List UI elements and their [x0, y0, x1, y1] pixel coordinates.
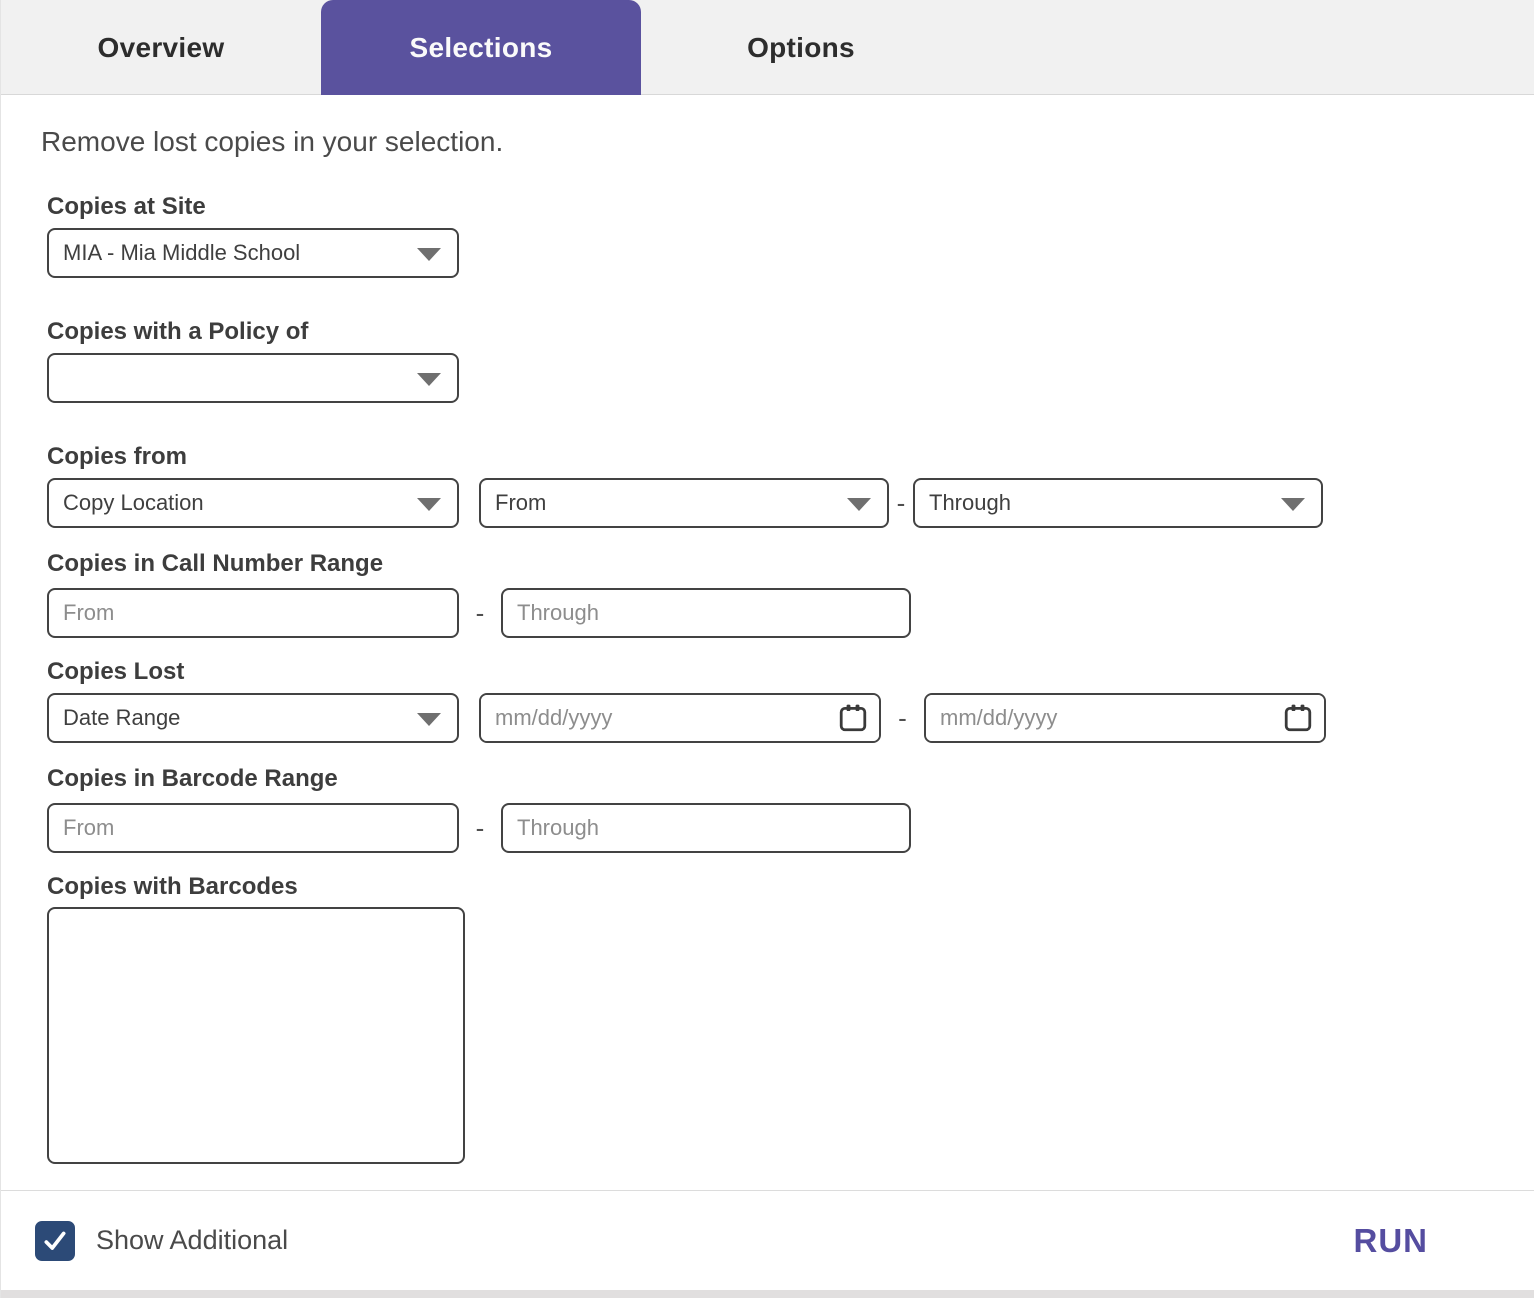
tab-overview[interactable]: Overview: [1, 0, 321, 95]
show-additional-checkbox[interactable]: [35, 1220, 75, 1261]
copies-lost-through-date-input[interactable]: [926, 695, 1324, 741]
range-separator: -: [896, 487, 906, 518]
tab-selections-label: Selections: [409, 31, 553, 63]
page-description: Remove lost copies in your selection.: [41, 126, 504, 157]
range-separator: -: [898, 702, 907, 733]
footer-bar: Show Additional RUN: [1, 1190, 1534, 1290]
range-separator: -: [475, 597, 485, 628]
chevron-down-icon: [417, 248, 441, 261]
chevron-down-icon: [417, 498, 441, 511]
copies-at-site-label: Copies at Site: [47, 193, 206, 220]
copies-from-field-value: Copy Location: [63, 490, 204, 515]
copies-policy-label: Copies with a Policy of: [47, 318, 309, 345]
copies-lost-from-date: [479, 693, 881, 743]
copies-from-through-value: Through: [929, 490, 1011, 515]
show-additional-label: Show Additional: [96, 1225, 289, 1255]
barcode-through-input[interactable]: [501, 803, 911, 853]
copies-from-through-select[interactable]: Through: [913, 478, 1323, 528]
bottom-edge: [1, 1290, 1534, 1298]
tab-selections[interactable]: Selections: [321, 0, 641, 95]
copies-policy-select[interactable]: [47, 353, 459, 403]
copies-at-site-value: MIA - Mia Middle School: [63, 240, 301, 265]
tab-options[interactable]: Options: [641, 0, 961, 95]
tab-options-label: Options: [747, 31, 855, 63]
tab-bar: Overview Selections Options: [1, 0, 1534, 95]
copies-from-field-select[interactable]: Copy Location: [47, 478, 459, 528]
copies-with-barcodes-label: Copies with Barcodes: [47, 873, 298, 900]
chevron-down-icon: [417, 373, 441, 386]
barcode-from-input[interactable]: [47, 803, 459, 853]
tab-overview-label: Overview: [97, 31, 225, 63]
copies-lost-label: Copies Lost: [47, 658, 185, 685]
copies-from-from-select[interactable]: From: [479, 478, 889, 528]
copies-lost-mode-select[interactable]: Date Range: [47, 693, 459, 743]
checkmark-icon: [44, 1231, 66, 1250]
call-number-through-input[interactable]: [501, 588, 911, 638]
chevron-down-icon: [417, 713, 441, 726]
copies-from-from-value: From: [495, 490, 547, 515]
barcode-range-label: Copies in Barcode Range: [47, 765, 338, 792]
chevron-down-icon: [1281, 498, 1305, 511]
run-button[interactable]: RUN: [1338, 1214, 1445, 1268]
chevron-down-icon: [847, 498, 871, 511]
form-content: Remove lost copies in your selection. Co…: [1, 126, 1534, 1164]
copies-lost-from-date-input[interactable]: [481, 695, 879, 741]
call-number-from-input[interactable]: [47, 588, 459, 638]
range-separator: -: [475, 812, 485, 843]
call-number-range-label: Copies in Call Number Range: [47, 550, 384, 577]
copies-lost-mode-value: Date Range: [63, 705, 181, 730]
copies-from-label: Copies from: [47, 443, 188, 470]
copies-at-site-select[interactable]: MIA - Mia Middle School: [47, 228, 459, 278]
copies-lost-through-date: [924, 693, 1326, 743]
copies-with-barcodes-textarea[interactable]: [47, 907, 465, 1164]
